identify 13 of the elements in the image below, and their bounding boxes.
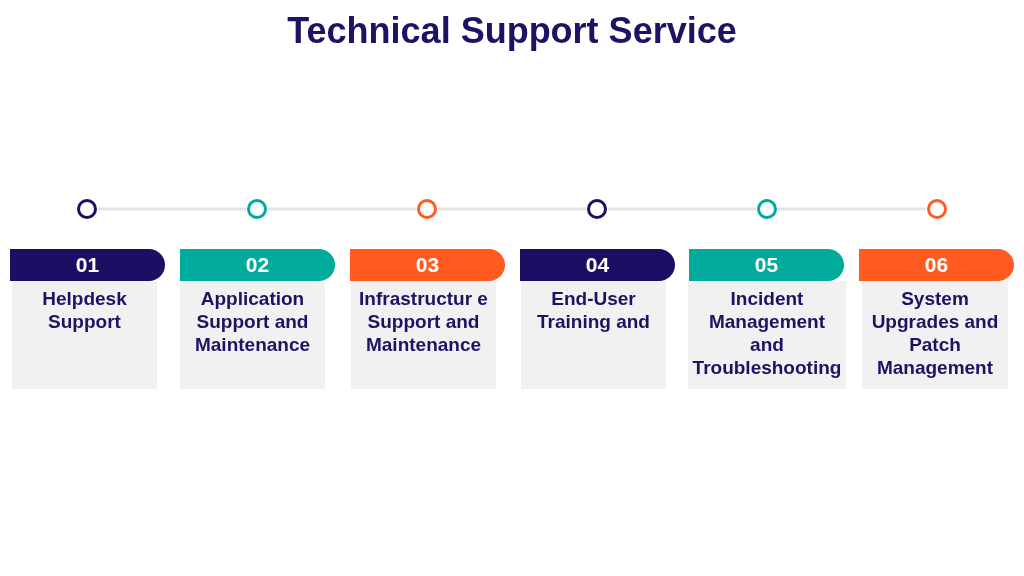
title: Technical Support Service	[287, 9, 737, 53]
step-title: Helpdesk Support	[41, 287, 128, 334]
step-title: Incident Management and Troubleshooting	[691, 287, 843, 380]
step-title: End-User Training and	[536, 287, 651, 334]
step-number-tab: 04	[520, 249, 675, 281]
step-number-tab: 02	[180, 249, 335, 281]
step-number-tab: 06	[859, 249, 1014, 281]
step-number-tab: 05	[689, 249, 844, 281]
step-title: Infrastructur e Support and Maintenance	[358, 287, 489, 357]
step-number-tab: 03	[350, 249, 505, 281]
step-title: Application Support and Maintenance	[193, 287, 312, 357]
step-number-tab: 01	[10, 249, 165, 281]
step-title: System Upgrades and Patch Management	[870, 287, 1000, 380]
